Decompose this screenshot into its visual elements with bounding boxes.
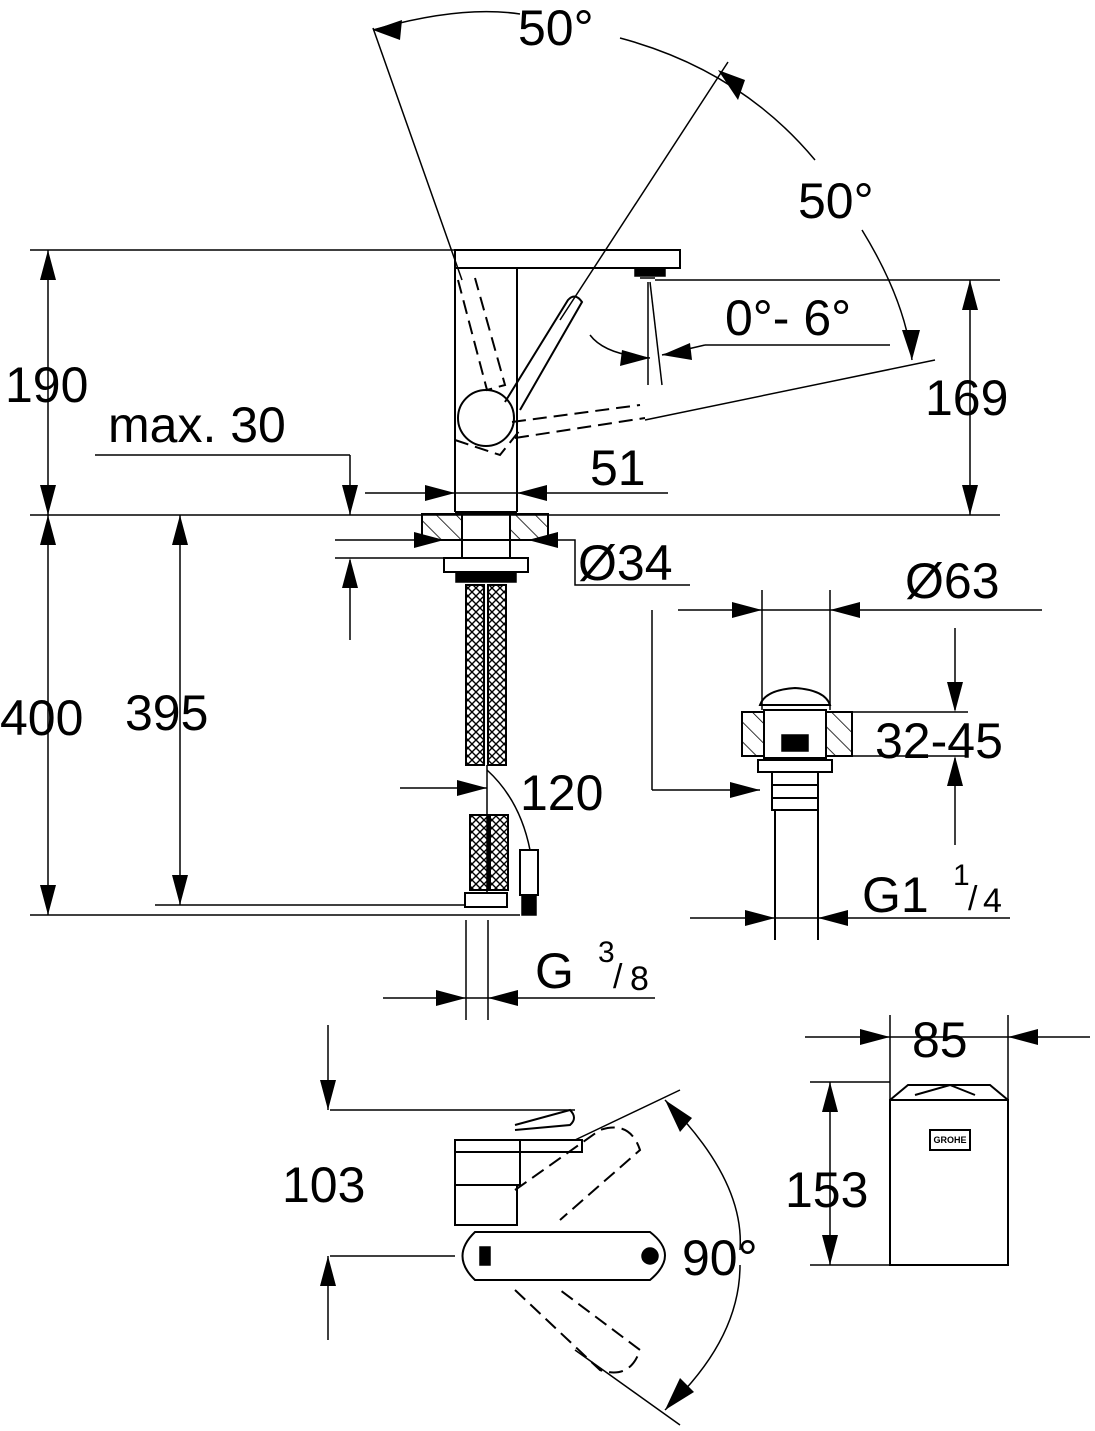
waste-thread-denominator: 4 — [983, 882, 1002, 920]
angle-top-left-label: 50° — [518, 0, 594, 56]
hose-thread-denominator: 8 — [630, 960, 649, 998]
waste-thread-slash: / — [968, 880, 978, 918]
body-width-label: 51 — [590, 440, 646, 496]
hose-thread-numerator: 3 — [598, 936, 615, 969]
hose-thread-slash: / — [613, 958, 623, 996]
dimension-labels: 50° 50° 0°- 6° 190 max. 30 169 51 Ø34 Ø6… — [0, 0, 1008, 1286]
waste-thread-label: G1 — [862, 867, 929, 923]
lever-knob — [457, 389, 515, 447]
spout-outline — [454, 249, 681, 269]
waste-valve — [741, 686, 853, 940]
projection-max-label: max. 30 — [108, 397, 286, 453]
hole-diameter-label: Ø34 — [578, 535, 673, 591]
spout-tilt-label: 0°- 6° — [725, 290, 851, 346]
box-logo: GROHE — [933, 1135, 966, 1145]
waste-thread-numerator: 1 — [953, 859, 970, 892]
hose-length-label: 395 — [125, 685, 208, 741]
plan-depth-label: 103 — [282, 1157, 365, 1213]
total-height-label: 400 — [0, 690, 83, 746]
hose-offset-label: 120 — [520, 765, 603, 821]
box-width-label: 85 — [912, 1012, 968, 1068]
lever-alt-right — [511, 404, 646, 439]
plan-rotation-label: 90° — [682, 1230, 758, 1286]
lever-alt-left — [457, 277, 507, 392]
angle-top-right-label: 50° — [798, 173, 874, 229]
tap-plan-view — [330, 1089, 681, 1426]
aerator — [634, 267, 666, 277]
hose-thread-label: G — [535, 943, 574, 999]
flexible-hoses — [464, 584, 539, 916]
dimension-lines — [30, 10, 1090, 1411]
tap-side-view — [372, 27, 936, 513]
height-top-label: 190 — [5, 357, 88, 413]
product-box: GROHE — [889, 1083, 1009, 1266]
waste-diameter-label: Ø63 — [905, 553, 1000, 609]
box-height-label: 153 — [785, 1162, 868, 1218]
deck-section — [421, 513, 549, 583]
deck-thickness-label: 32-45 — [875, 713, 1003, 769]
spout-height-label: 169 — [925, 370, 1008, 426]
